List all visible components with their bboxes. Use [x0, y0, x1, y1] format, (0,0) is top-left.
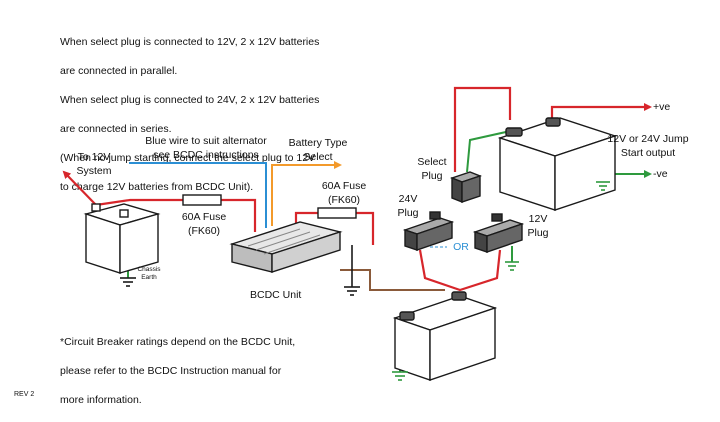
orange-wire [271, 161, 342, 226]
wiring-graphic [62, 86, 652, 381]
aux-battery [83, 203, 161, 274]
positive-output-label: +ve [653, 101, 671, 113]
blue-wire [129, 162, 267, 228]
label-line: Earth [141, 274, 157, 281]
red-wire-fuse-to-lower [356, 211, 375, 245]
label-line: (FK60) [327, 194, 361, 206]
red-wire-bcdc-to-fuse [294, 211, 318, 226]
label-line: 60A Fuse [321, 180, 367, 192]
plug-12v [472, 213, 525, 253]
earth-symbol-output [596, 181, 610, 191]
label-line: Plug [527, 227, 549, 239]
note-line: When select plug is connected to 12V, 2 … [60, 35, 320, 48]
bottom-notes: *Circuit Breaker ratings depend on the B… [60, 320, 295, 422]
note-line: more information. [60, 393, 142, 406]
plug-24v-label: 24V Plug [388, 192, 428, 220]
earth-symbol-aux [120, 277, 136, 287]
battery-type-select-label: Battery Type Select [280, 136, 356, 164]
bcdc-unit-label: BCDC Unit [250, 289, 302, 301]
brown-wire [340, 269, 445, 291]
red-wire-select-to-upper [453, 86, 512, 172]
chassis-earth-label: Chassis Earth [132, 266, 166, 282]
note-line: please refer to the BCDC Instruction man… [60, 364, 282, 377]
label-line: Chassis [137, 266, 161, 273]
earth-symbol-bcdc [344, 286, 360, 296]
or-label: OR [453, 241, 469, 253]
earth-symbol-12v-plug [505, 261, 519, 271]
note-line: When select plug is connected to 24V, 2 … [60, 93, 320, 106]
note-line: *Circuit Breaker ratings depend on the B… [60, 335, 296, 348]
start-battery [497, 117, 618, 211]
label-line: Plug [421, 170, 443, 182]
label-line: System [76, 165, 112, 177]
label-line: Select [417, 156, 447, 168]
blue-wire-label: Blue wire to suit alternator see BCDC in… [138, 134, 274, 162]
red-wire-left-fuse [95, 198, 183, 207]
plug-24v [402, 211, 455, 251]
negative-output-label: -ve [653, 168, 668, 180]
label-line: Start output [620, 147, 676, 159]
top-notes: When select plug is connected to 12V, 2 … [60, 20, 319, 209]
jump-output-label: 12V or 24V Jump Start output [596, 132, 700, 160]
label-line: see BCDC instructions [153, 149, 259, 161]
wiring-diagram-page: When select plug is connected to 12V, 2 … [14, 20, 700, 406]
plug-12v-label: 12V Plug [518, 212, 558, 240]
red-wire-plugs-to-lower [418, 249, 502, 292]
note-line: are connected in series. [60, 122, 172, 135]
fuse-left-label: 60A Fuse (FK60) [176, 210, 232, 238]
red-wire-to-system [62, 170, 97, 206]
fuse-left [182, 194, 222, 206]
select-plug [449, 171, 483, 204]
earth-symbol-lower [392, 371, 408, 381]
label-line: Blue wire to suit alternator [145, 135, 267, 147]
label-line: 60A Fuse [181, 211, 227, 223]
red-wire-fuse-to-bcdc [221, 198, 257, 232]
second-battery [392, 291, 498, 381]
fuse-right [317, 207, 357, 219]
label-line: 12V or 24V Jump [607, 133, 689, 145]
bcdc-unit [229, 221, 343, 273]
label-line: Plug [397, 207, 419, 219]
to-12v-system-label: To 12V System [64, 150, 124, 178]
label-line: (FK60) [187, 225, 221, 237]
red-wire-plus-output [550, 103, 652, 122]
label-line: Select [303, 151, 333, 163]
label-line: 24V [398, 193, 418, 205]
select-plug-label: Select Plug [410, 155, 454, 183]
label-line: Battery Type [288, 137, 348, 149]
note-line: are connected in parallel. [60, 64, 178, 77]
label-line: 12V [528, 213, 548, 225]
green-wire-upper-to-select [466, 129, 516, 173]
revision-label: REV 2 [14, 391, 35, 398]
note-line: (When no jump starting, connect the sele… [60, 151, 316, 164]
label-line: To 12V [77, 151, 111, 163]
fuse-right-label: 60A Fuse (FK60) [315, 179, 373, 207]
